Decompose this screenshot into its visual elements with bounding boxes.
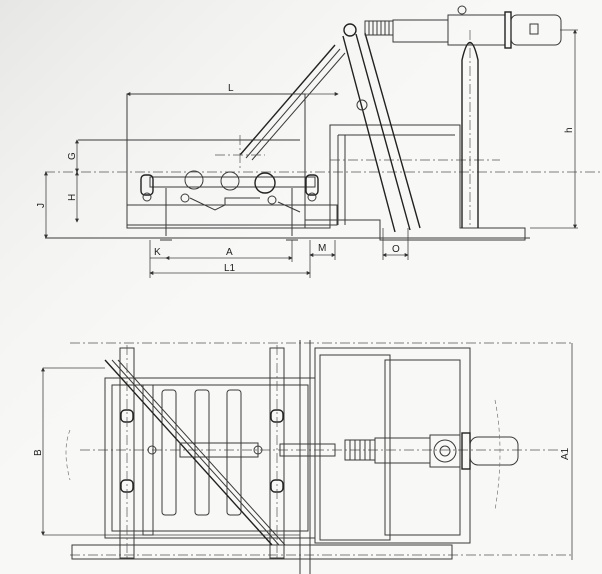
- spring-bellows-plan: [344, 439, 376, 461]
- motor-plan: [469, 436, 519, 466]
- pusher-arm: [342, 23, 421, 233]
- roller: [161, 389, 177, 516]
- roller: [220, 171, 240, 191]
- wheel-left: [140, 174, 154, 202]
- dim-label-G: G: [67, 152, 78, 160]
- dimension-lines: [44, 29, 578, 278]
- side-view: L G H J K A L1 M O h: [36, 5, 600, 278]
- dim-label-J: J: [36, 203, 47, 208]
- dim-label-K: K: [154, 247, 161, 258]
- dim-label-L: L: [228, 83, 234, 94]
- car-frame: [149, 176, 316, 188]
- dim-label-A1: A1: [560, 447, 571, 460]
- wheel-column-left: [119, 345, 135, 560]
- dim-label-L1: L1: [224, 263, 236, 274]
- roller: [254, 172, 276, 194]
- diagonal-chute: [104, 359, 286, 546]
- dim-label-H: H: [67, 194, 78, 201]
- dim-label-O: O: [392, 244, 400, 255]
- gearbox-plan: [429, 434, 461, 468]
- roller: [226, 389, 242, 516]
- roller: [184, 170, 204, 190]
- support-post: [461, 41, 479, 228]
- feed-arm: [215, 44, 346, 170]
- dim-label-h: h: [564, 127, 575, 133]
- dim-label-M: M: [318, 243, 326, 254]
- dim-label-B: B: [33, 449, 44, 456]
- plan-view: B A1: [33, 340, 573, 574]
- wheel-right: [305, 174, 319, 202]
- wheel-column-right: [269, 345, 285, 560]
- dim-label-A: A: [226, 247, 233, 258]
